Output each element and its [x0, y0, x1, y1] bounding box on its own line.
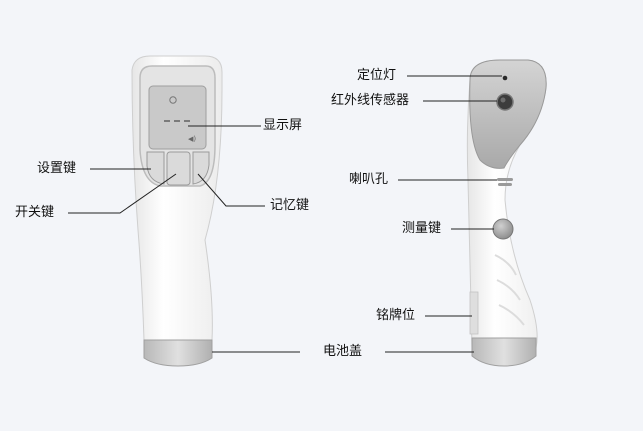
measure-key[interactable] [492, 218, 514, 240]
locator-light [502, 75, 508, 81]
ir-sensor [496, 93, 514, 111]
grip-ridges [494, 254, 525, 326]
leader-memory [197, 173, 265, 207]
battery-cover-label: 电池盖 [323, 344, 363, 359]
power-key-label: 开关键 [15, 205, 55, 220]
display-symbol-icon [169, 96, 177, 104]
side-view-device [466, 59, 547, 367]
side-battery-cover [471, 337, 537, 367]
speaker-hole-label: 喇叭孔 [349, 172, 389, 187]
display-speaker-icon: ◀) [188, 135, 196, 143]
settings-key-label: 设置键 [37, 161, 77, 176]
display-screen [148, 85, 207, 150]
nameplate-label: 铭牌位 [376, 308, 416, 323]
leader-power [68, 173, 177, 214]
display-label: 显示屏 [263, 118, 303, 133]
side-head [469, 59, 547, 169]
front-battery-cover [143, 339, 213, 367]
settings-key[interactable] [146, 151, 165, 185]
nameplate-area [469, 291, 479, 335]
measure-key-label: 测量键 [402, 221, 442, 236]
memory-key[interactable] [192, 151, 210, 185]
front-view-device: ◀) [131, 55, 223, 367]
speaker-holes [497, 178, 513, 186]
ir-sensor-label: 红外线传感器 [331, 93, 410, 108]
power-key[interactable] [166, 151, 191, 186]
memory-key-label: 记忆键 [270, 198, 310, 213]
leader-lines [68, 75, 502, 353]
locator-light-label: 定位灯 [357, 68, 397, 83]
ir-sensor-highlight [500, 97, 506, 103]
